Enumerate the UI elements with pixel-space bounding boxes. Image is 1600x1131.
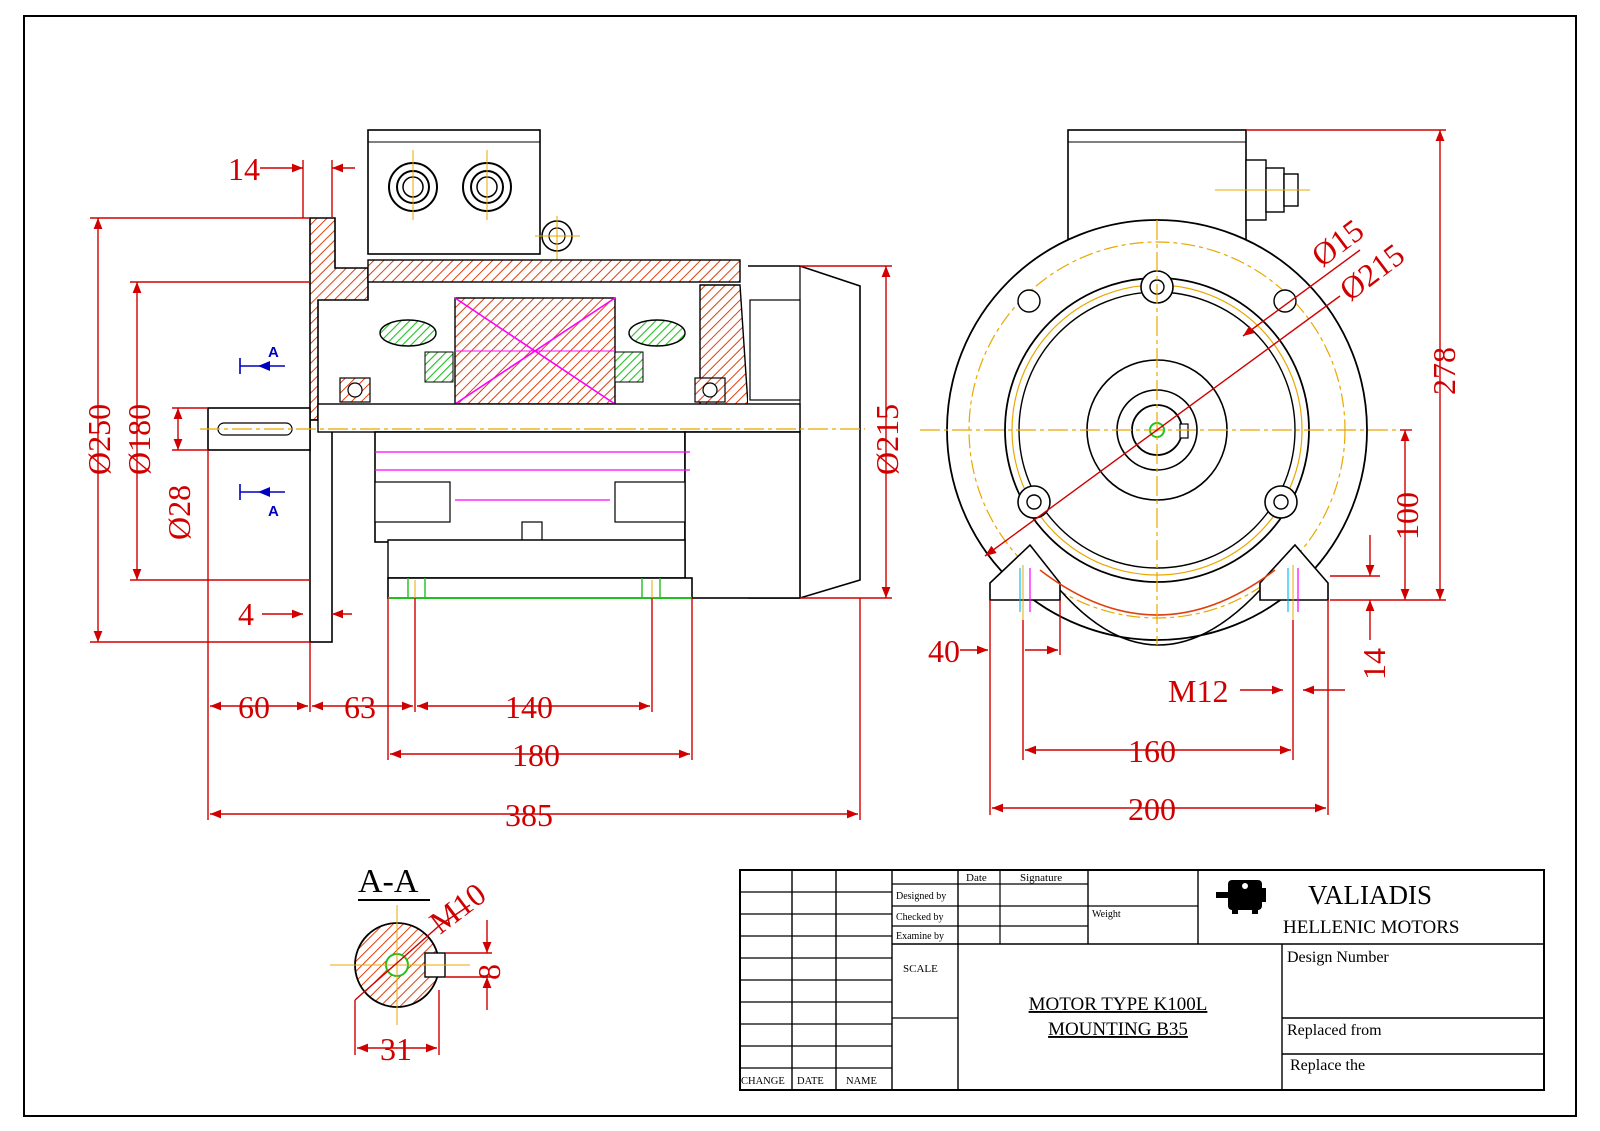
svg-text:CHANGE: CHANGE [741,1076,785,1087]
side-dimension-labels: 14 4 60 63 140 180 385 Ø250 Ø180 Ø28 Ø21… [81,151,905,833]
dim-160: 160 [1128,733,1176,769]
svg-text:SCALE: SCALE [903,963,938,975]
svg-text:Date: Date [966,872,987,884]
svg-text:DATE: DATE [797,1076,824,1087]
dim-14-side: 14 [228,151,260,187]
dim-31: 31 [380,1031,412,1067]
winding-end-left [379,319,437,347]
company-name: VALIADIS [1308,880,1432,910]
dim-180-length: 180 [512,737,560,773]
svg-text:Weight: Weight [1092,909,1121,920]
dim-100: 100 [1389,492,1425,540]
svg-text:Designed by: Designed by [896,891,946,902]
dim-63: 63 [344,689,376,725]
svg-text:Replace the: Replace the [1290,1057,1365,1074]
svg-text:Checked by: Checked by [896,912,944,923]
dim-40: 40 [928,633,960,669]
dim-278: 278 [1426,347,1462,395]
dim-385: 385 [505,797,553,833]
svg-text:Signature: Signature [1020,872,1062,884]
valiadis-logo [1216,880,1266,914]
dim-8: 8 [471,964,507,980]
side-dimension-lines [90,160,892,820]
section-title: A-A [358,863,419,900]
dim-m12: M12 [1168,673,1228,709]
dim-dia-250: Ø250 [81,404,117,475]
dim-60: 60 [238,689,270,725]
svg-text:A: A [268,344,279,361]
svg-text:A: A [268,503,279,520]
winding-end-right [628,319,686,347]
end-foot-left [989,543,1061,601]
rotor-body [317,403,801,433]
svg-text:Examine by: Examine by [896,931,944,942]
end-view: Ø15 Ø215 278 100 14 40 M12 160 200 [920,129,1462,827]
drawing-title-2: MOUNTING B35 [1048,1019,1188,1040]
svg-text:Replaced from: Replaced from [1287,1022,1382,1039]
sheet-border [23,15,1577,1117]
company-subtitle: HELLENIC MOTORS [1283,917,1459,938]
bolt-holes [1017,270,1298,519]
title-block-text: Date Signature Designed by Checked by Ex… [741,872,1459,1087]
dim-140: 140 [505,689,553,725]
mounting-foot [387,577,693,599]
end-foot-right [1259,543,1329,601]
drawing-title-1: MOTOR TYPE K100L [1029,994,1208,1015]
svg-text:NAME: NAME [846,1076,877,1087]
dim-dia-180: Ø180 [121,404,157,475]
end-dimension-lines [960,129,1446,815]
dim-dia-28: Ø28 [161,485,197,540]
section-a-a: A-A M10 8 31 [330,863,507,1067]
section-marker-top: A [239,344,285,374]
side-view: A A [81,129,905,833]
section-marker-bottom: A [239,484,285,520]
title-block [739,869,1545,1091]
frame-top [367,259,741,283]
dim-200: 200 [1128,791,1176,827]
dim-14-end: 14 [1356,648,1392,680]
dim-4: 4 [238,596,254,632]
svg-text:Design Number: Design Number [1287,949,1389,966]
dim-dia-215-side: Ø215 [869,404,905,475]
